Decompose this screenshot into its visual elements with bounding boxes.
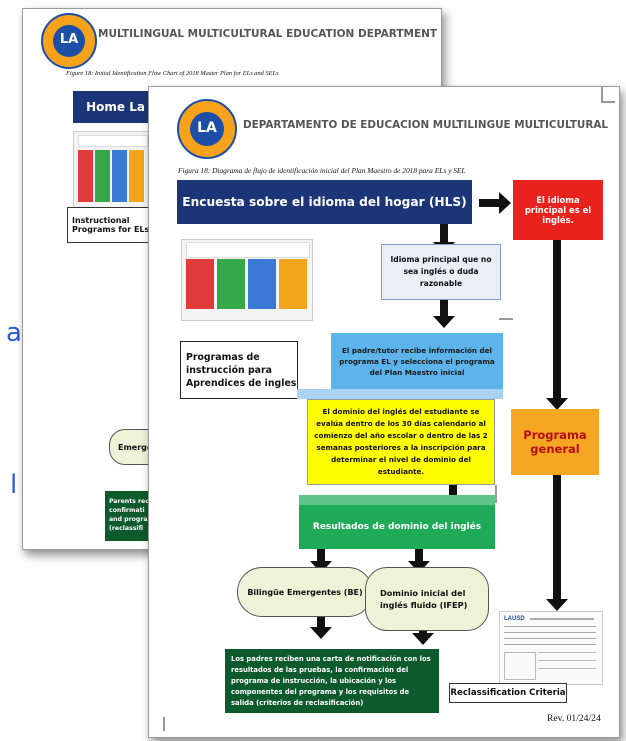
- flyer-col-red: [186, 259, 214, 309]
- arrow-down-1: [433, 224, 455, 254]
- connector-line: [499, 318, 513, 320]
- arrow-down-right-2: [546, 475, 568, 611]
- arrow-down-notify-2: [412, 631, 434, 645]
- front-page-header: DEPARTAMENTO DE EDUCACION MULTILINGUE MU…: [243, 119, 609, 131]
- back-page-header: MULTILINGUAL MULTICULTURAL EDUCATION DEP…: [98, 28, 438, 40]
- arrow-down-notify-1: [310, 617, 332, 639]
- front-page-caption: Figura 18: Diagrama de flujo de identifi…: [178, 166, 466, 175]
- corner-mark: [601, 101, 615, 103]
- front-page: LA DEPARTAMENTO DE EDUCACION MULTILINGUE…: [148, 86, 620, 738]
- back-flyer-thumbnail: [73, 131, 151, 213]
- corner-mark: [601, 87, 603, 101]
- arrow-down-ifep: [408, 549, 430, 573]
- back-parents-box: Parents rec confirmati and progra (recla…: [105, 491, 149, 541]
- not-english-box: Idioma principal que no sea inglés o dud…: [381, 244, 501, 300]
- lausd-logo: LAUSD: [504, 616, 525, 622]
- flyer-col-orange: [279, 259, 307, 309]
- connector-line: [495, 485, 497, 503]
- side-text-fragment-3: l: [10, 470, 18, 500]
- assessment-box: El dominio del inglés del estudiante se …: [307, 399, 495, 485]
- back-instructional-label: Instructional Programs for ELs: [67, 207, 151, 243]
- back-hls-box: Home La: [73, 91, 151, 123]
- revision-date: Rev. 01/24/24: [547, 713, 601, 724]
- arrow-down-right: [546, 240, 568, 410]
- arrow-right-head: [499, 192, 511, 214]
- hls-box: Encuesta sobre el idioma del hogar (HLS): [177, 180, 472, 224]
- flyer-col-blue: [248, 259, 276, 309]
- back-page-caption: Figure 18: Initial Identification Flow C…: [66, 70, 279, 77]
- department-logo-front: LA: [177, 99, 237, 159]
- flyer-header-strip: [186, 242, 310, 258]
- reclassification-thumbnail: LAUSD: [499, 611, 603, 685]
- flyer-col-green: [217, 259, 245, 309]
- parent-info-box: El padre/tutor recibe información del pr…: [331, 333, 503, 389]
- corner-mark: [163, 717, 165, 731]
- arrow-down-2: [433, 300, 455, 328]
- reclassification-label: Reclassification Criteria: [449, 683, 567, 703]
- notification-box: Los padres reciben una carta de notifica…: [225, 649, 439, 713]
- blue-strip: [297, 389, 503, 399]
- ifep-box: Dominio inicial del inglés fluido (IFEP): [365, 567, 489, 631]
- results-box: Resultados de dominio del inglés: [299, 505, 495, 549]
- arrow-down-be: [310, 549, 332, 573]
- be-box: Bilingüe Emergentes (BE): [237, 567, 373, 617]
- department-logo-back: LA: [41, 13, 97, 69]
- arrow-right: [479, 199, 501, 207]
- programs-label-box: Programas de instrucción para Aprendices…: [180, 341, 298, 399]
- results-box-pale: [299, 495, 495, 505]
- primary-english-box: El idioma principal es el inglés.: [513, 180, 603, 240]
- general-program-box: Programa general: [511, 409, 599, 475]
- side-text-fragment-2: a: [6, 318, 22, 348]
